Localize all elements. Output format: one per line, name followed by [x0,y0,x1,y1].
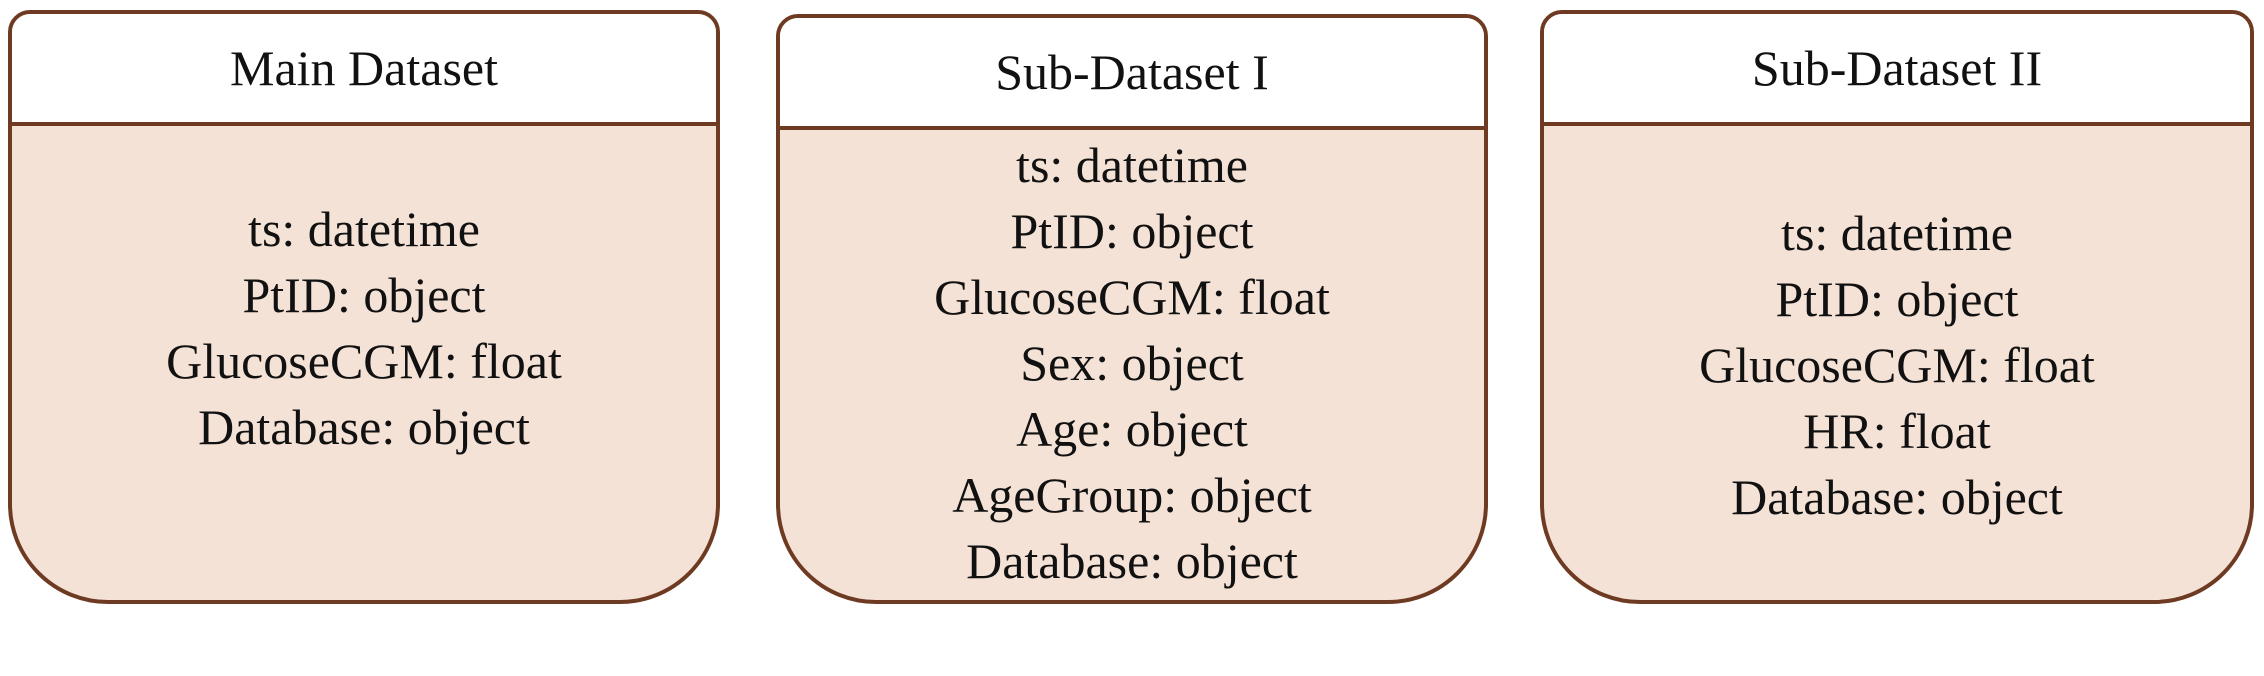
field-item: PtID: object [1010,203,1254,259]
field-item: ts: datetime [1781,205,2013,261]
field-list: ts: datetime PtID: object GlucoseCGM: fl… [12,126,716,600]
field-item: Sex: object [1020,335,1244,391]
main-dataset-card: Main Dataset ts: datetime PtID: object G… [8,10,720,604]
field-list: ts: datetime PtID: object GlucoseCGM: fl… [1544,126,2250,600]
field-item: ts: datetime [248,201,480,257]
field-item: Database: object [198,399,530,455]
field-item: GlucoseCGM: float [934,269,1330,325]
sub-dataset-ii-card: Sub-Dataset II ts: datetime PtID: object… [1540,10,2254,604]
field-item: GlucoseCGM: float [166,333,562,389]
field-list: ts: datetime PtID: object GlucoseCGM: fl… [780,130,1484,600]
field-item: AgeGroup: object [952,467,1312,523]
sub-dataset-i-card: Sub-Dataset I ts: datetime PtID: object … [776,14,1488,604]
field-item: ts: datetime [1016,137,1248,193]
card-title: Main Dataset [12,14,716,126]
field-item: PtID: object [242,267,486,323]
field-item: GlucoseCGM: float [1699,337,2095,393]
field-item: Age: object [1016,401,1248,457]
card-title: Sub-Dataset II [1544,14,2250,126]
field-item: Database: object [966,533,1298,589]
field-item: PtID: object [1775,271,2019,327]
field-item: HR: float [1803,403,1991,459]
field-item: Database: object [1731,469,2063,525]
card-title: Sub-Dataset I [780,18,1484,130]
